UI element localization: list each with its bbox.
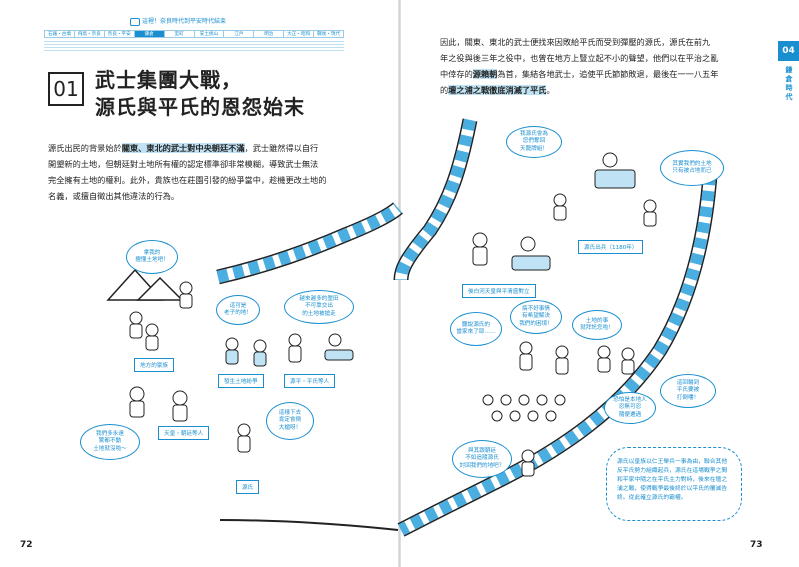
speech-bubble: 這可是 老子的地！ xyxy=(216,295,260,325)
speech-bubble: 土地的事 就拜託您啦！ xyxy=(572,310,622,340)
speech-bubble: 越來越多的墾田 不可靠交出 的土地被搶走 xyxy=(284,290,354,324)
paragraph-line: 因此，關東、東北的武士便找來因敗給平氏而受到彈壓的源氏，源氏在前九 xyxy=(440,37,711,47)
speech-bubble: 這樣下去 肯定會倒 大楣呀！ xyxy=(266,402,314,440)
speech-bubble: 搞不好事情 有希望解決 我們的困境！ xyxy=(510,300,562,334)
label-local-lords: 地方的豪族 xyxy=(134,358,174,372)
text-span: 為首，集結各地武士，追使平氏節節敗退，最後在一一八五年 xyxy=(497,69,719,79)
era-cell-active: 鎌倉 xyxy=(133,30,164,38)
speech-bubble: 與其跟朝廷 不如追隨源氏 討回我們的地吧？ xyxy=(452,440,512,478)
text-span: 源氏出民的背景始於 xyxy=(48,143,122,153)
paragraph-line: 源氏出民的背景始於關東、東北的武士對中央朝廷不滿，武士雖然得以自行 xyxy=(48,140,326,156)
era-cell: 安土桃山 xyxy=(193,30,224,38)
paragraph-line: 開墾新的土地，但朝廷對土地所有權的認定標準卻非常模糊，導致武士無法 xyxy=(48,159,319,169)
paragraph-line: 名義，或擅自徵出其他違法的行為。 xyxy=(48,191,180,201)
right-paragraph: 因此，關東、東北的武士便找來因敗給平氏而受到彈壓的源氏，源氏在前九 年之役與後三… xyxy=(440,34,718,98)
section-number: 01 xyxy=(48,72,84,106)
mountain xyxy=(136,276,184,301)
paragraph-line: 年之役與後三年之役中，也曾在地方上豎立起不小的聲望，他們以在平治之亂 xyxy=(440,53,719,63)
label-genpei: 源平・平氏等人 xyxy=(284,374,336,388)
speech-bubble: 我們多永遠 驚都不動 土地就沒啦～ xyxy=(80,424,140,460)
speech-bubble: 其實我們的土地 只有被占地而已 xyxy=(660,150,724,186)
page-number-right: 73 xyxy=(750,540,763,550)
speech-bubble: 拿我的 擅懂土地吧！ xyxy=(126,240,178,274)
left-paragraph: 源氏出民的背景始於關東、東北的武士對中央朝廷不滿，武士雖然得以自行 開墾新的土地… xyxy=(48,140,326,204)
section-title-line1: 武士集團大戰， xyxy=(95,68,242,92)
river-right-a-dash xyxy=(395,118,476,281)
era-cell: 奈良・平安 xyxy=(103,30,134,38)
figures-left xyxy=(129,281,354,453)
summary-note: 源氏以皇族以仁王舉兵一事為由，聯合其他反平氏勢力組織起兵，源氏在這場戰爭之間和平… xyxy=(606,447,742,521)
era-cell: 大正・昭和 xyxy=(283,30,314,38)
label-land-dispute: 發生土地紛爭 xyxy=(218,374,264,388)
speech-bubble: 這回輪到 平氏要被 打倒嘍！ xyxy=(660,374,716,408)
era-cell: 明治 xyxy=(253,30,284,38)
highlight-text: 關東、東北的武士對中央朝廷不滿 xyxy=(121,143,245,153)
paragraph-line: 中倖存的源賴朝為首，集結各地武士，追使平氏節節敗退，最後在一一八五年 xyxy=(440,66,718,82)
chapter-tab: 04 xyxy=(778,41,799,61)
text-span: 的 xyxy=(440,85,449,95)
chapter-label: 鎌倉時代 xyxy=(785,66,793,101)
paragraph-line: 完全擁有土地的權利。此外，貴族也在莊園引發的紛爭當中，趁機更改土地的 xyxy=(48,175,327,185)
highlight-text: 壇之浦之戰徹底消滅了平氏 xyxy=(448,85,547,95)
river-left-dash xyxy=(216,203,402,283)
section-title-line2: 源氏與平氏的恩怨始末 xyxy=(95,95,305,119)
timeline-caption-text: 這裡！奈良時代到平安時代結束 xyxy=(142,18,227,25)
label-genji: 源氏 xyxy=(236,480,260,494)
river-left-bottom xyxy=(219,519,399,531)
paragraph-line: 的壇之浦之戰徹底消滅了平氏。 xyxy=(440,82,718,98)
text-span: ，武士雖然得以自行 xyxy=(244,143,319,153)
era-cell: 石器・古墳 xyxy=(44,30,74,38)
timeline-rule xyxy=(44,39,344,51)
era-timeline: 石器・古墳 飛鳥・奈良 奈良・平安 鎌倉 室町 安土桃山 江戶 明治 大正・昭和… xyxy=(44,30,345,38)
label-genji-uprising: 源氏出兵（1180年） xyxy=(578,240,644,254)
speech-bubble: 聽說源氏的 當家來了耶…… xyxy=(450,312,502,346)
timeline-caption: 這裡！奈良時代到平安時代結束 xyxy=(130,16,226,26)
page-gutter xyxy=(398,0,401,567)
page-number-left: 72 xyxy=(20,540,33,550)
text-span: 中倖存的 xyxy=(440,69,473,79)
era-cell: 室町 xyxy=(163,30,194,38)
era-cell: 江戶 xyxy=(223,30,254,38)
river-main-dash xyxy=(398,174,716,536)
speech-bubble: 恐怕是本地人 忍無可忍 隨便遷過 xyxy=(604,392,656,424)
speech-bubble: 我源氏會為 您們奪回 天龍牌組！ xyxy=(506,126,562,158)
label-retired-emperor: 後白河天皇與平清盛對立 xyxy=(462,284,536,298)
highlight-text: 源賴朝 xyxy=(472,69,498,79)
bookmark-icon xyxy=(130,17,140,26)
figures-right xyxy=(472,152,657,477)
era-cell: 飛鳥・奈良 xyxy=(73,30,104,38)
label-nobles: 天皇・朝廷等人 xyxy=(158,426,210,440)
era-cell: 戰後・現代 xyxy=(313,30,345,38)
text-span: 。 xyxy=(546,85,555,95)
